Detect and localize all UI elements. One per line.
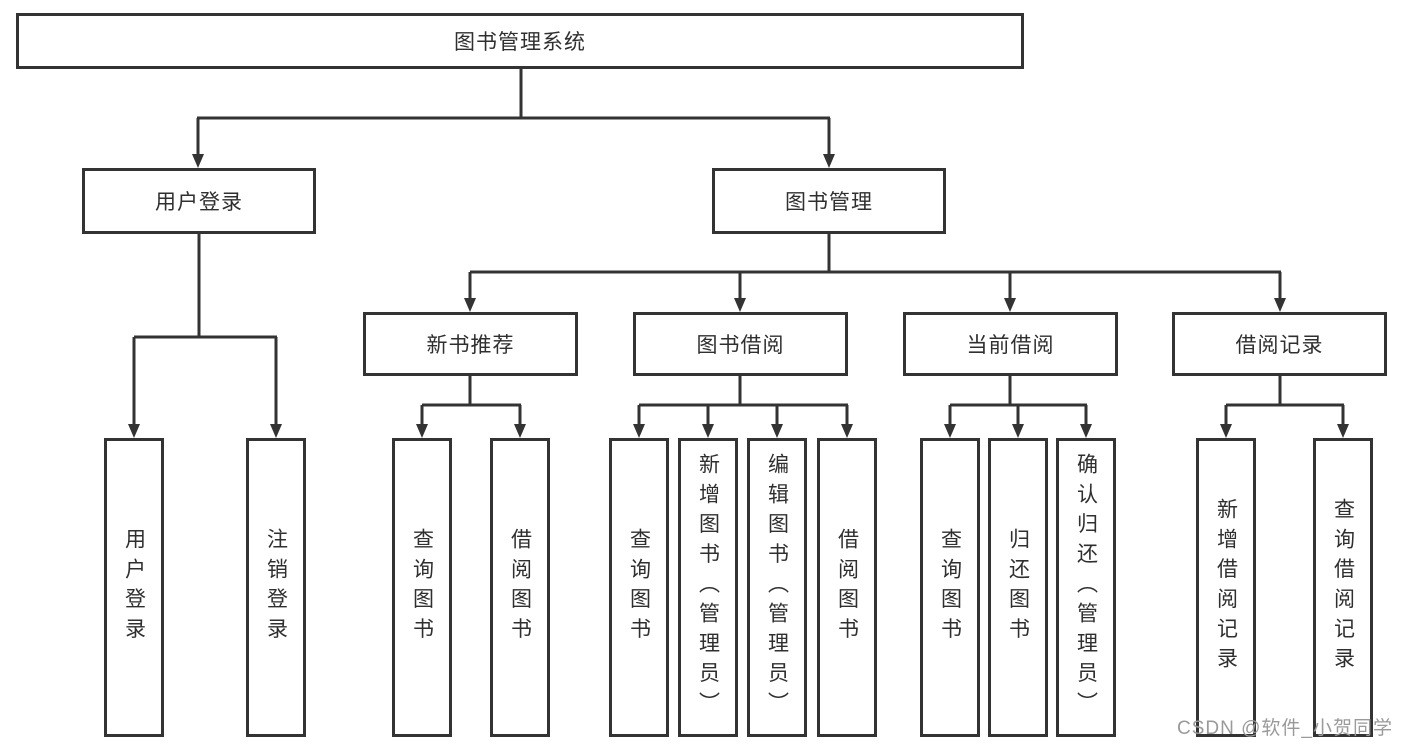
leaf-current-query-books: 查询图书: [920, 438, 980, 737]
node-user-login: 用户登录: [82, 168, 316, 234]
leaf-current-confirm-return-admin-label: 确认归还（管理员）: [1074, 453, 1098, 722]
node-borrowing-records-label: 借阅记录: [1235, 334, 1324, 357]
leaf-borrowing-query-books: 查询图书: [609, 438, 669, 737]
node-current-borrowing: 当前借阅: [903, 312, 1118, 376]
leaf-logout: 注销登录: [246, 438, 306, 737]
leaf-records-query-record: 查询借阅记录: [1313, 438, 1373, 737]
node-root-label: 图书管理系统: [454, 31, 586, 54]
leaf-borrowing-add-books-admin-label: 新增图书（管理员）: [696, 453, 720, 722]
leaf-user-login: 用户登录: [104, 438, 164, 737]
node-root: 图书管理系统: [16, 13, 1024, 69]
leaf-recommend-borrow-books: 借阅图书: [490, 438, 550, 737]
leaf-current-return-books-label: 归还图书: [1006, 527, 1030, 648]
leaf-records-query-record-label: 查询借阅记录: [1331, 498, 1355, 677]
node-new-book-recommend-label: 新书推荐: [426, 334, 515, 357]
leaf-recommend-borrow-books-label: 借阅图书: [508, 527, 532, 648]
csdn-watermark: CSDN @软件_小贺同学: [1177, 718, 1393, 739]
leaf-user-login-label: 用户登录: [122, 527, 146, 648]
leaf-current-confirm-return-admin: 确认归还（管理员）: [1056, 438, 1116, 737]
leaf-records-add-record: 新增借阅记录: [1196, 438, 1256, 737]
node-user-login-label: 用户登录: [155, 191, 243, 214]
node-book-management: 图书管理: [712, 168, 946, 234]
leaf-recommend-query-books-label: 查询图书: [410, 527, 434, 648]
leaf-records-add-record-label: 新增借阅记录: [1214, 498, 1238, 677]
node-borrowing-records: 借阅记录: [1172, 312, 1387, 376]
node-current-borrowing-label: 当前借阅: [966, 334, 1055, 357]
node-book-management-label: 图书管理: [785, 191, 873, 214]
leaf-borrowing-borrow-books-label: 借阅图书: [835, 527, 859, 648]
leaf-borrowing-edit-books-admin-label: 编辑图书（管理员）: [765, 453, 789, 722]
leaf-logout-label: 注销登录: [264, 527, 288, 648]
node-book-borrowing-label: 图书借阅: [696, 334, 785, 357]
leaf-borrowing-add-books-admin: 新增图书（管理员）: [678, 438, 738, 737]
leaf-borrowing-edit-books-admin: 编辑图书（管理员）: [747, 438, 807, 737]
leaf-current-return-books: 归还图书: [988, 438, 1048, 737]
node-book-borrowing: 图书借阅: [633, 312, 848, 376]
leaf-current-query-books-label: 查询图书: [938, 527, 962, 648]
leaf-recommend-query-books: 查询图书: [392, 438, 452, 737]
leaf-borrowing-borrow-books: 借阅图书: [817, 438, 877, 737]
leaf-borrowing-query-books-label: 查询图书: [627, 527, 651, 648]
node-new-book-recommend: 新书推荐: [363, 312, 578, 376]
